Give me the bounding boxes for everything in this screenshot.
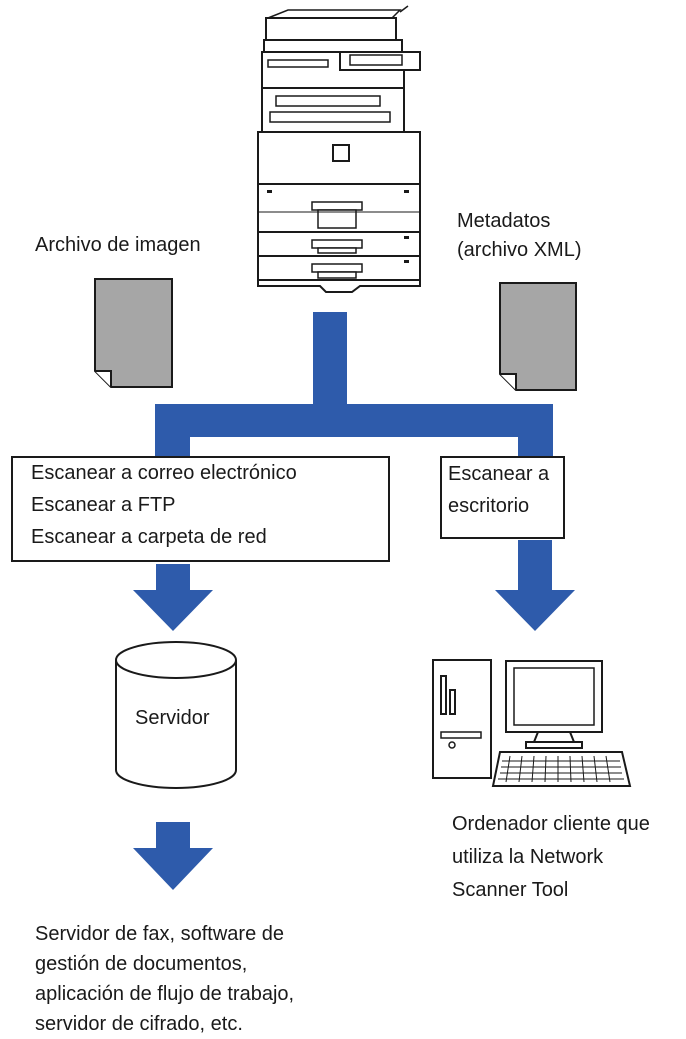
image-document-icon: [94, 278, 173, 388]
downstream-targets-label: Servidor de fax, software de gestión de …: [35, 923, 295, 1035]
metadata-label: Metadatos (archivo XML): [457, 210, 582, 261]
trunk-connector: [313, 312, 347, 406]
server-label: Servidor: [135, 707, 210, 729]
server-methods-box: [11, 456, 390, 562]
desktop-method-box: [440, 456, 565, 539]
arrow-to-server: [133, 564, 213, 631]
arrow-to-downstream: [133, 822, 213, 890]
arrow-to-computer: [495, 540, 575, 631]
desktop-computer-icon: [432, 659, 632, 787]
connector-lines: [155, 312, 553, 462]
flow-arrows: [133, 540, 575, 890]
metadata-document-icon: [499, 282, 577, 391]
image-file-label: Archivo de imagen: [35, 234, 201, 256]
database-cylinder-icon: [115, 641, 237, 789]
desktop-method-text: Escanear a escritorio: [448, 463, 550, 517]
horizontal-bus: [155, 404, 553, 437]
server-methods-text: Escanear a correo electrónico Escanear a…: [31, 462, 297, 548]
client-pc-label: Ordenador cliente que utiliza la Network…: [452, 813, 650, 901]
multifunction-printer-icon: [257, 5, 421, 293]
